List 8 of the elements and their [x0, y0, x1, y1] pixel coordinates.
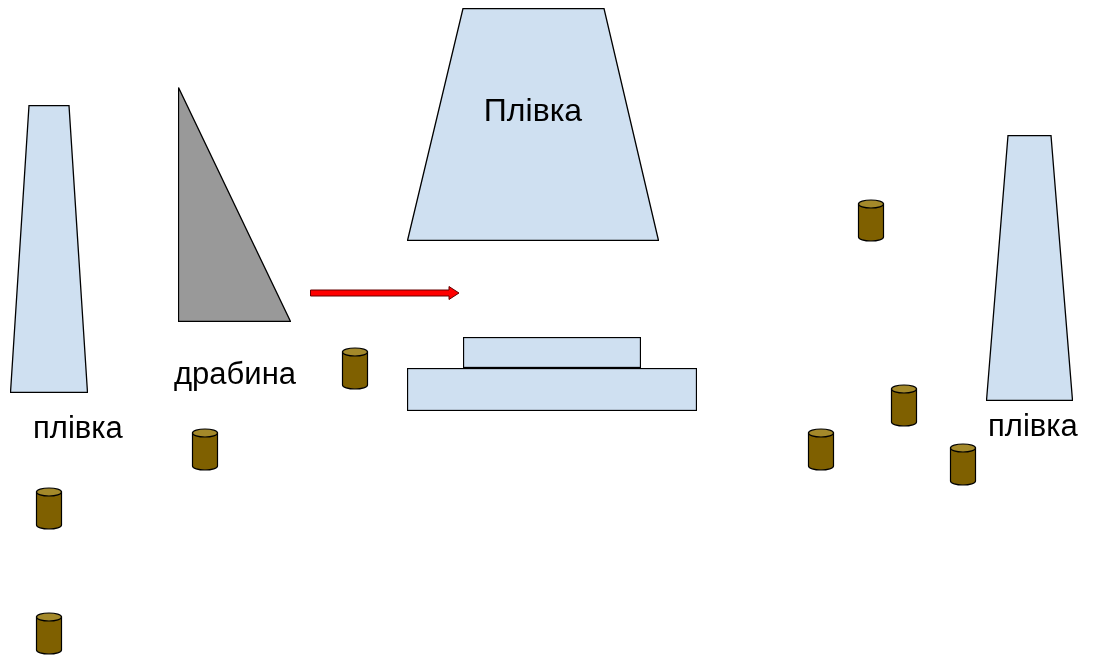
- trapezoid-shape: [407, 8, 659, 241]
- triangle-shape: [178, 87, 291, 322]
- tapered-panel: [986, 135, 1073, 401]
- tapered-panel: [10, 105, 88, 393]
- shape-caption: драбина: [174, 358, 296, 389]
- shape-label: Плівка: [482, 94, 584, 126]
- shape-caption: плівка: [33, 412, 123, 443]
- shape-caption: плівка: [988, 410, 1078, 441]
